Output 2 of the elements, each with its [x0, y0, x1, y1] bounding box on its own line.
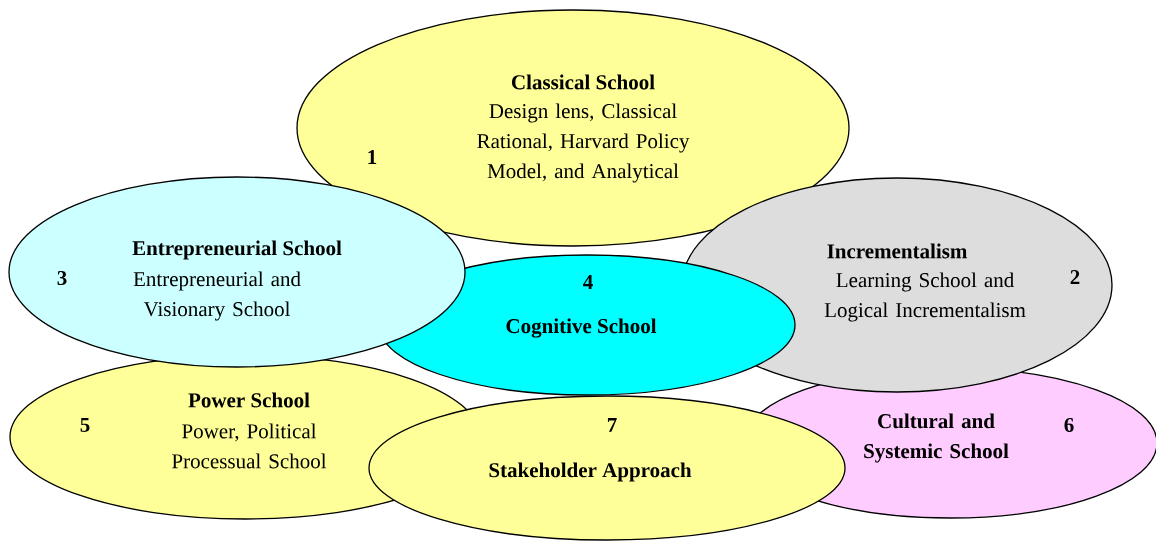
- node-label: 7: [607, 418, 617, 432]
- node-label: Stakeholder Approach: [489, 462, 692, 482]
